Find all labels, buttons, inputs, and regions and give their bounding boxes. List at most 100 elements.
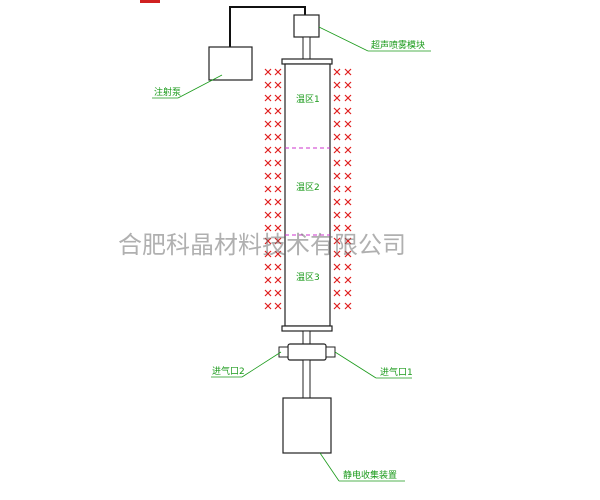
heater-mark	[333, 302, 341, 310]
heater-mark	[274, 107, 282, 115]
heater-mark	[264, 107, 272, 115]
heater-mark	[264, 146, 272, 154]
outlet-pipe-lower	[302, 359, 311, 399]
heater-mark	[274, 159, 282, 167]
heater-mark	[344, 146, 352, 154]
heater-mark	[264, 302, 272, 310]
heater-mark	[264, 120, 272, 128]
heater-mark	[274, 172, 282, 180]
heater-mark	[274, 94, 282, 102]
heater-mark	[344, 224, 352, 232]
leader-syringe	[177, 74, 223, 99]
heater-mark	[344, 198, 352, 206]
heater-mark	[333, 120, 341, 128]
heater-mark	[333, 146, 341, 154]
gas-inlet-1-port	[325, 346, 336, 358]
heater-mark	[264, 289, 272, 297]
heater-mark	[344, 120, 352, 128]
heater-mark	[344, 289, 352, 297]
heater-mark	[264, 133, 272, 141]
heater-mark	[333, 81, 341, 89]
gas-inlet-2-port	[278, 346, 289, 358]
heater-mark	[264, 250, 272, 258]
bottom-flange	[281, 325, 333, 332]
heater-mark	[344, 302, 352, 310]
heater-mark	[333, 263, 341, 271]
syringe-pump-label: 注射泵	[154, 86, 181, 98]
feed-tube	[229, 6, 306, 47]
heater-mark	[344, 68, 352, 76]
heater-mark	[274, 133, 282, 141]
heater-mark	[274, 276, 282, 284]
zone-1-label: 温区1	[296, 94, 320, 105]
heater-mark	[264, 68, 272, 76]
heater-mark	[264, 237, 272, 245]
inlet-1-label: 进气口1	[380, 366, 413, 378]
heater-mark	[344, 237, 352, 245]
heater-mark	[274, 289, 282, 297]
heater-mark	[274, 302, 282, 310]
top-flange	[281, 58, 333, 65]
heater-mark	[274, 146, 282, 154]
heater-mark	[344, 107, 352, 115]
heater-mark	[344, 159, 352, 167]
heater-mark	[274, 185, 282, 193]
heater-mark	[333, 185, 341, 193]
heater-mark	[333, 133, 341, 141]
watermark: 合肥科晶材料技术有限公司	[118, 231, 406, 259]
heater-mark	[274, 250, 282, 258]
ultrasonic-nozzle	[302, 36, 311, 60]
heater-mark	[333, 211, 341, 219]
leader-inlet-1	[334, 351, 377, 379]
heater-mark	[264, 81, 272, 89]
heater-mark	[274, 211, 282, 219]
heater-mark	[344, 211, 352, 219]
collector-box	[282, 397, 332, 454]
heater-mark	[333, 172, 341, 180]
heater-mark	[333, 159, 341, 167]
heater-mark	[344, 133, 352, 141]
ultrasonic-module-box	[293, 14, 320, 38]
heater-mark	[274, 81, 282, 89]
heater-mark	[344, 250, 352, 258]
heater-marks-left	[264, 68, 282, 310]
heater-mark	[333, 68, 341, 76]
zone-3-label: 温区3	[296, 272, 320, 283]
top-red-mark	[140, 0, 160, 3]
heater-mark	[264, 185, 272, 193]
heater-mark	[344, 263, 352, 271]
inlet-2-label: 进气口2	[212, 365, 245, 377]
collector-label: 静电收集装置	[343, 469, 397, 481]
heater-mark	[344, 276, 352, 284]
heater-mark	[264, 94, 272, 102]
heater-mark	[274, 120, 282, 128]
heater-mark	[344, 185, 352, 193]
heater-mark	[274, 224, 282, 232]
heater-mark	[264, 198, 272, 206]
heater-mark	[333, 224, 341, 232]
heater-mark	[264, 172, 272, 180]
heater-mark	[264, 159, 272, 167]
heater-mark	[333, 250, 341, 258]
heater-marks-right	[333, 68, 352, 310]
outlet-pipe-upper	[302, 330, 311, 346]
heater-mark	[274, 263, 282, 271]
heater-mark	[333, 94, 341, 102]
heater-mark	[274, 68, 282, 76]
heater-mark	[333, 107, 341, 115]
ultrasonic-module-label: 超声喷雾模块	[371, 39, 425, 51]
heater-mark	[333, 289, 341, 297]
heater-mark	[344, 172, 352, 180]
heater-mark	[333, 276, 341, 284]
gas-inlet-manifold	[287, 343, 327, 361]
heater-mark	[274, 237, 282, 245]
heater-mark	[264, 224, 272, 232]
leader-ultrasonic	[318, 26, 369, 52]
leader-collector	[319, 452, 340, 482]
heater-mark	[333, 237, 341, 245]
syringe-pump-box	[208, 46, 253, 81]
heater-mark	[274, 198, 282, 206]
heater-mark	[264, 211, 272, 219]
heater-mark	[333, 198, 341, 206]
